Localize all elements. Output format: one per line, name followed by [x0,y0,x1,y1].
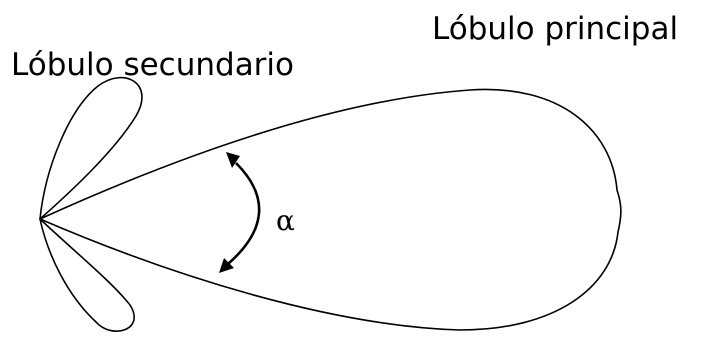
main-lobe-outline [39,88,622,331]
side-lobe-lower-outline [39,218,135,332]
angle-arc [227,162,261,265]
angle-arrowhead-top [226,152,240,168]
side-lobe-upper-outline [39,76,143,220]
main-lobe-label: Lóbulo principal [432,11,679,47]
angle-label: α [276,204,295,237]
angle-arrowhead-bottom [219,258,234,273]
side-lobe-label: Lóbulo secundario [11,47,295,83]
